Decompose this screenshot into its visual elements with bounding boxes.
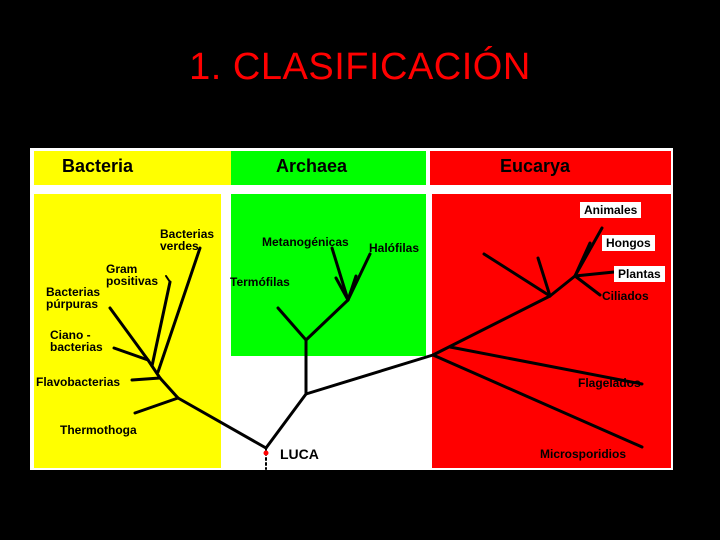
branch-ciliados bbox=[573, 274, 602, 297]
bacteria-header-bg bbox=[34, 151, 248, 185]
slide-title: 1. CLASIFICACIÓN bbox=[189, 46, 531, 88]
branch-gram-pointer bbox=[165, 275, 171, 283]
archaea-region bbox=[231, 194, 426, 356]
label-flavobacterias: Flavobacterias bbox=[36, 375, 121, 389]
branch-luca-archaea bbox=[264, 392, 308, 450]
branch-flavobacterias bbox=[130, 376, 162, 382]
eucarya-header-bg bbox=[430, 151, 671, 185]
label-gram-line2: positivas bbox=[106, 274, 159, 288]
branch-gram bbox=[150, 280, 172, 368]
branch-bacteria-main bbox=[158, 376, 180, 400]
label-thermothoga: Thermothoga bbox=[60, 423, 137, 437]
domain-bacteria-label: Bacteria bbox=[62, 156, 134, 176]
branch-ciano bbox=[112, 346, 150, 362]
label-metanogenicas: Metanogénicas bbox=[262, 235, 349, 249]
branch-unnamed bbox=[482, 252, 552, 298]
label-flagelados: Flagelados bbox=[578, 376, 641, 390]
label-bacterias-purpuras: Bacterias púrpuras bbox=[46, 286, 100, 310]
luca-dot bbox=[263, 450, 269, 456]
label-plantas: Plantas bbox=[614, 266, 665, 282]
branch-thermothoga bbox=[133, 396, 180, 415]
label-cianobacterias: Ciano - bacterias bbox=[50, 329, 103, 353]
branch-bacteria-upper bbox=[146, 358, 162, 380]
label-bacterias-verdes-line1: Bacterias bbox=[160, 227, 215, 241]
label-termofilas: Termófilas bbox=[230, 275, 290, 289]
branch-crown bbox=[548, 274, 577, 298]
branch-purpuras bbox=[108, 306, 150, 362]
archaea-header-bg bbox=[231, 151, 426, 185]
label-gram-line1: Gram bbox=[106, 262, 138, 276]
tree-of-life-diagram: Bacteria Archaea Eucarya Bacterias verde… bbox=[30, 148, 673, 470]
label-animales: Animales bbox=[580, 202, 642, 218]
label-microsporidios: Microsporidios bbox=[540, 447, 627, 461]
label-halofilas: Halófilas bbox=[369, 241, 420, 255]
domain-eucarya-label: Eucarya bbox=[500, 156, 571, 176]
branch-luca-bacteria bbox=[176, 396, 268, 450]
label-purpuras-line1: Bacterias bbox=[46, 285, 101, 299]
label-purpuras-line2: púrpuras bbox=[46, 297, 99, 311]
branch-archaea-right bbox=[304, 298, 350, 342]
branch-flagelados bbox=[448, 345, 644, 386]
branch-plantas bbox=[573, 270, 616, 278]
branch-halofilas-c bbox=[334, 276, 350, 302]
branch-crown-small bbox=[536, 256, 552, 298]
branch-hongos-plantas bbox=[573, 241, 592, 278]
branch-metanogenicas bbox=[330, 246, 350, 302]
label-hongos: Hongos bbox=[602, 235, 655, 251]
branch-eucarya-main bbox=[431, 294, 552, 357]
branch-halofilas-b bbox=[346, 274, 358, 302]
branch-termofilas bbox=[276, 306, 308, 342]
label-luca: LUCA bbox=[280, 446, 319, 462]
label-ciano-line2: bacterias bbox=[50, 340, 103, 354]
domain-archaea-label: Archaea bbox=[276, 156, 348, 176]
label-bacterias-verdes: Bacterias verdes bbox=[160, 228, 214, 252]
tree-diagram-svg bbox=[34, 151, 671, 470]
label-ciliados: Ciliados bbox=[602, 289, 649, 303]
branch-microsporidios bbox=[431, 353, 644, 449]
branch-verdes bbox=[156, 246, 202, 374]
branch-stem-eucarya bbox=[304, 353, 435, 396]
label-gram-positivas: Gram positivas bbox=[106, 263, 158, 287]
label-ciano-line1: Ciano - bbox=[50, 328, 91, 342]
label-bacterias-verdes-line2: verdes bbox=[160, 239, 199, 253]
